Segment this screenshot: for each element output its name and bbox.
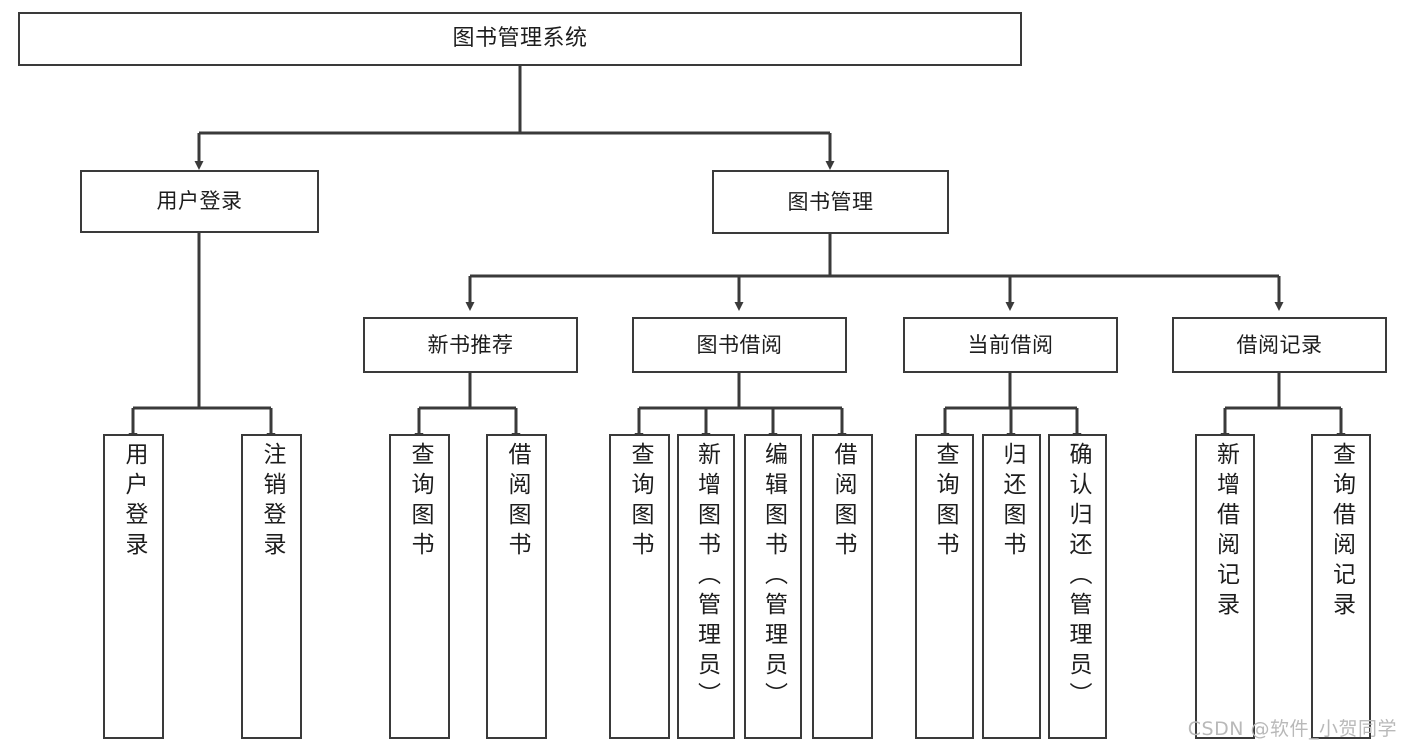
- node-label: 新增借阅记录: [1212, 442, 1239, 622]
- leaf-borrow-edit-book-admin[interactable]: 编辑图书（管理员）: [744, 434, 802, 739]
- leaf-user-login[interactable]: 用户登录: [103, 434, 164, 739]
- node-label: 用户登录: [156, 189, 243, 214]
- leaf-record-add-record[interactable]: 新增借阅记录: [1195, 434, 1255, 739]
- leaf-recommend-borrow-book[interactable]: 借阅图书: [486, 434, 547, 739]
- node-user-login[interactable]: 用户登录: [80, 170, 319, 233]
- node-label: 查询图书: [407, 442, 433, 562]
- node-book-borrow[interactable]: 图书借阅: [632, 317, 847, 373]
- node-label: 借阅记录: [1236, 332, 1323, 357]
- node-root-system[interactable]: 图书管理系统: [18, 12, 1022, 66]
- node-label: 编辑图书（管理员）: [760, 442, 787, 712]
- leaf-current-return-book[interactable]: 归还图书: [982, 434, 1041, 739]
- leaf-borrow-borrow-book[interactable]: 借阅图书: [812, 434, 873, 739]
- node-label: 借阅图书: [504, 442, 530, 562]
- csdn-watermark: CSDN @软件_小贺同学: [1187, 718, 1397, 740]
- node-label: 图书管理系统: [452, 26, 588, 52]
- node-label: 注销登录: [259, 442, 285, 562]
- node-new-book-recommend[interactable]: 新书推荐: [363, 317, 578, 373]
- leaf-user-logout[interactable]: 注销登录: [241, 434, 302, 739]
- leaf-current-confirm-return-admin[interactable]: 确认归还（管理员）: [1048, 434, 1107, 739]
- node-label: 查询图书: [932, 442, 958, 562]
- node-borrow-record[interactable]: 借阅记录: [1172, 317, 1387, 373]
- leaf-borrow-add-book-admin[interactable]: 新增图书（管理员）: [677, 434, 735, 739]
- leaf-record-query-record[interactable]: 查询借阅记录: [1311, 434, 1371, 739]
- node-label: 当前借阅: [967, 332, 1054, 357]
- node-label: 借阅图书: [830, 442, 856, 562]
- node-label: 查询借阅记录: [1328, 442, 1355, 622]
- leaf-borrow-query-book[interactable]: 查询图书: [609, 434, 670, 739]
- node-label: 查询图书: [627, 442, 653, 562]
- leaf-current-query-book[interactable]: 查询图书: [915, 434, 974, 739]
- node-label: 图书管理: [787, 189, 874, 214]
- node-label: 图书借阅: [696, 332, 783, 357]
- node-book-management[interactable]: 图书管理: [712, 170, 949, 234]
- node-label: 归还图书: [999, 442, 1025, 562]
- node-current-borrow[interactable]: 当前借阅: [903, 317, 1118, 373]
- node-label: 确认归还（管理员）: [1065, 442, 1091, 712]
- node-label: 新增图书（管理员）: [693, 442, 720, 712]
- node-label: 用户登录: [121, 442, 147, 562]
- node-label: 新书推荐: [427, 332, 514, 357]
- leaf-recommend-query-book[interactable]: 查询图书: [389, 434, 450, 739]
